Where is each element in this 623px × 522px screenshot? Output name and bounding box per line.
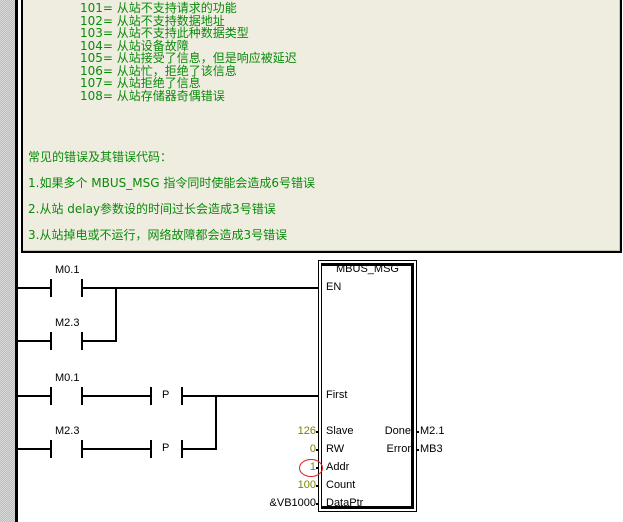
error-code-line: 103= 从站不支持此种数据类型: [80, 26, 249, 40]
pin-en: EN: [326, 281, 342, 293]
block-frame: [321, 263, 414, 509]
output-done-address[interactable]: M2.1: [420, 425, 445, 437]
power-rail: [15, 0, 18, 522]
param-count-value[interactable]: 100: [297, 479, 316, 491]
contact-label[interactable]: M2.3: [55, 425, 80, 437]
error-code-line: 107= 从站拒绝了信息: [80, 76, 201, 90]
pin-error: Error: [386, 443, 411, 455]
pin-dataptr: DataPtr: [326, 497, 364, 509]
pin-done: Done: [384, 425, 411, 437]
pin-rw: RW: [326, 443, 345, 455]
error-code-line: 101= 从站不支持请求的功能: [80, 1, 237, 15]
param-slave-value[interactable]: 126: [297, 425, 316, 437]
error-code-line: 106= 从站忙，拒绝了该信息: [80, 63, 237, 78]
error-code-line: 108= 从站存储器奇偶错误: [80, 88, 225, 103]
contact-label[interactable]: M0.1: [55, 372, 80, 384]
common-error-item: 2.从站 delay参数设的时间过长会造成3号错误: [28, 202, 276, 216]
contact-label[interactable]: M0.1: [55, 264, 80, 276]
pin-first: First: [326, 389, 348, 401]
mbus-msg-block[interactable]: MBUS_MSG: [318, 260, 417, 512]
editor-gutter: [0, 0, 15, 522]
network-comment-box[interactable]: 101= 从站不支持请求的功能 102= 从站不支持数据地址 103= 从站不支…: [21, 0, 622, 253]
output-error-address[interactable]: MB3: [420, 443, 443, 455]
contact-label[interactable]: M2.3: [55, 317, 80, 329]
pin-count: Count: [326, 479, 356, 491]
error-code-line: 102= 从站不支持数据地址: [80, 13, 225, 28]
pin-slave: Slave: [326, 425, 354, 437]
positive-edge-label[interactable]: P: [162, 442, 170, 454]
param-rw-value[interactable]: 0: [309, 443, 316, 455]
positive-edge-label[interactable]: P: [162, 389, 170, 401]
pin-addr: Addr: [326, 461, 350, 473]
param-dataptr-value[interactable]: &VB1000: [269, 497, 316, 509]
error-code-line: 105= 从站接受了信息，但是响应被延迟: [80, 51, 297, 65]
error-code-line: 104= 从站设备故障: [80, 38, 189, 53]
block-title: MBUS_MSG: [336, 263, 399, 275]
common-errors-title: 常见的错误及其错误代码：: [28, 150, 173, 164]
error-code-list: 101= 从站不支持请求的功能 102= 从站不支持数据地址 103= 从站不支…: [80, 2, 297, 102]
addr-highlight-circle: [299, 459, 323, 477]
common-error-item: 1.如果多个 MBUS_MSG 指令同时使能会造成6号错误: [28, 176, 315, 190]
common-error-item: 3.从站掉电或不运行，网络故障都会造成3号错误: [28, 228, 288, 242]
